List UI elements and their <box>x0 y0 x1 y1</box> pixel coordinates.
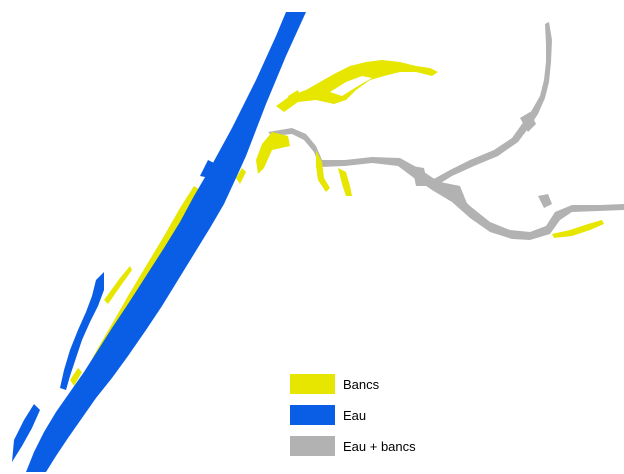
legend-item-eau-bancs: Eau + bancs <box>290 436 416 456</box>
legend-label-eau-bancs: Eau + bancs <box>343 438 416 454</box>
eau-bancs-layer <box>268 22 624 240</box>
bank-channel-fork <box>316 150 330 192</box>
map-legend: Bancs Eau Eau + bancs <box>290 374 416 467</box>
water-island-1 <box>200 160 216 178</box>
legend-label-eau: Eau <box>343 407 367 423</box>
eau-layer <box>12 12 306 472</box>
water-main-channel <box>26 12 306 472</box>
legend-item-bancs: Bancs <box>290 374 416 394</box>
legend-swatch-eau <box>290 405 335 425</box>
legend-swatch-bancs <box>290 374 335 394</box>
grey-channel-spur <box>538 194 552 208</box>
grey-channel-bulge-3 <box>440 182 468 206</box>
water-left-arm <box>60 272 104 390</box>
grey-channel-bulge-2 <box>412 166 428 186</box>
bank-east <box>552 220 604 238</box>
grey-channel-main <box>268 128 624 240</box>
bank-left-tail <box>70 368 82 386</box>
grey-channel-bulge <box>520 112 536 132</box>
bank-left-spur <box>104 266 132 304</box>
bank-upper-right <box>256 132 290 174</box>
bank-tributary-tip <box>288 90 300 100</box>
legend-label-bancs: Bancs <box>343 376 380 392</box>
grey-channel-north <box>432 22 552 186</box>
water-left-lower <box>12 404 40 462</box>
bank-mid-2 <box>236 168 246 184</box>
legend-item-eau: Eau <box>290 405 416 425</box>
bank-tributary-inner <box>330 76 372 96</box>
legend-swatch-eau-bancs <box>290 436 335 456</box>
bank-channel-fork-2 <box>338 168 352 196</box>
